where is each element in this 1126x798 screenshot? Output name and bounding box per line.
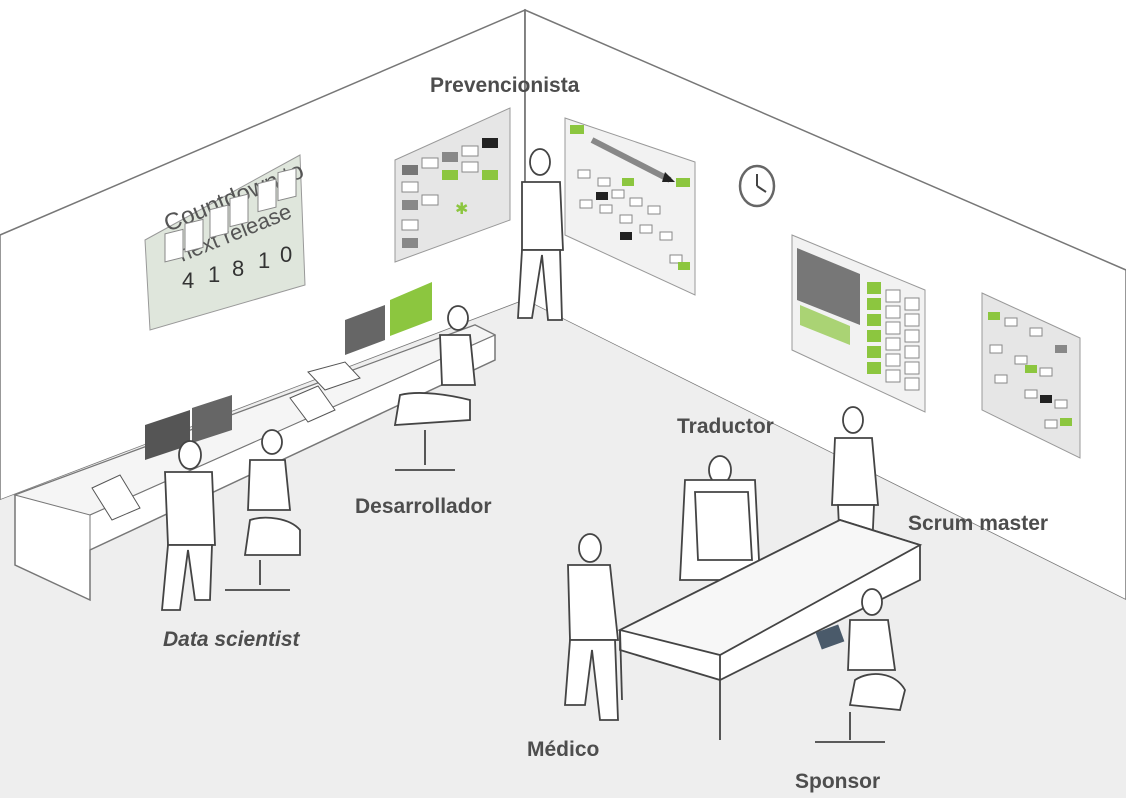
countdown-digit-2: 8 [232, 256, 244, 281]
countdown-digit-3: 1 [258, 248, 270, 273]
label-data-scientist: Data scientist [163, 628, 300, 651]
label-desarrollador: Desarrollador [355, 495, 492, 518]
conference-table [617, 519, 923, 740]
kanban-board-left: ✱ [394, 107, 511, 263]
flowchart-board [564, 117, 696, 296]
person-seated-analyst [225, 429, 301, 591]
countdown-digit-1: 1 [208, 262, 220, 287]
svg-text:✱: ✱ [455, 199, 468, 218]
countdown-digit-4: 0 [280, 242, 292, 267]
countdown-digit-0: 4 [182, 268, 194, 293]
countdown-digits: 4 1 8 1 0 [164, 167, 297, 293]
person-sponsor [815, 588, 906, 743]
label-scrum-master: Scrum master [908, 512, 1049, 535]
label-traductor: Traductor [677, 415, 774, 438]
label-sponsor: Sponsor [795, 770, 881, 793]
countdown-board: Countdown to next release 4 1 8 1 0 [144, 154, 308, 331]
person-desarrollador [393, 305, 476, 471]
person-medico [564, 533, 620, 721]
person-traductor [679, 455, 761, 581]
task-board-right [981, 292, 1081, 459]
person-prevencionista [517, 148, 564, 321]
clock-icon [738, 164, 776, 208]
label-medico: Médico [527, 738, 600, 761]
dashboard-board [791, 234, 926, 413]
people [161, 148, 923, 743]
room-walls [0, 8, 1126, 798]
person-data-scientist [161, 440, 216, 611]
label-prevencionista: Prevencionista [430, 74, 580, 97]
tablet-device [815, 624, 845, 650]
monitors [91, 282, 432, 521]
